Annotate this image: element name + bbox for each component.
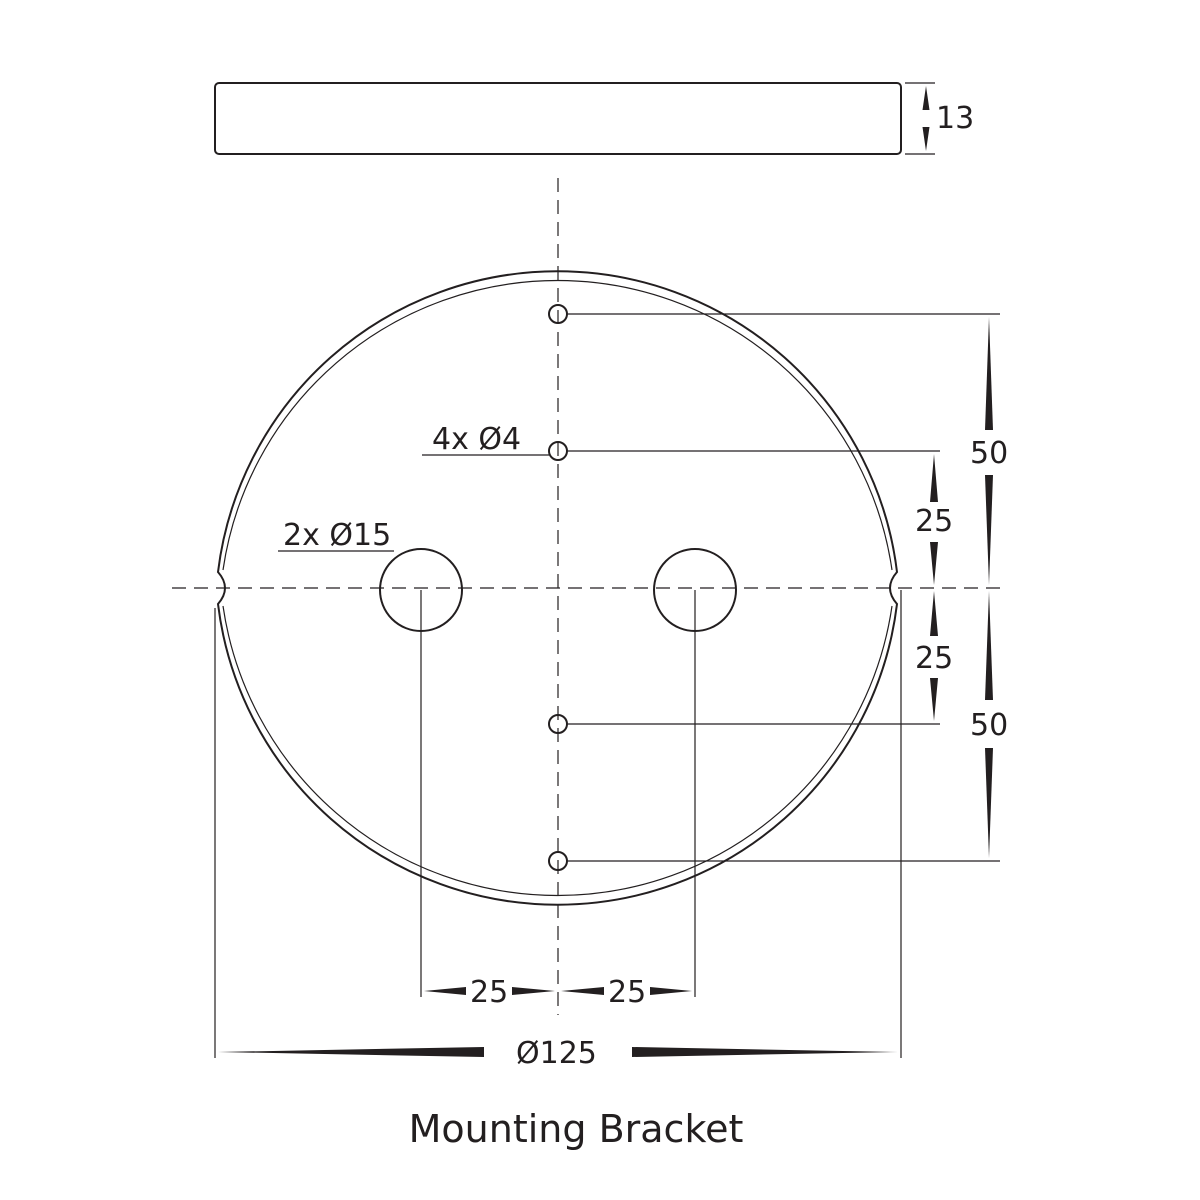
outer-bottom-arrow-b xyxy=(985,748,993,858)
offset-right-arrow-b xyxy=(650,987,692,995)
outer-top-arrow-a xyxy=(985,317,993,430)
plate-outline-inner xyxy=(222,280,893,571)
plate-top-view xyxy=(216,270,899,906)
inner-bottom-arrow-a xyxy=(930,591,938,636)
small-hole-label: 4x Ø4 xyxy=(432,422,521,457)
large-hole-label: 2x Ø15 xyxy=(283,518,391,553)
diameter-label: Ø125 xyxy=(516,1036,597,1071)
side-view: 13 xyxy=(214,82,974,155)
hole-offset-left-label: 25 xyxy=(470,975,508,1010)
outer-span-top-label: 50 xyxy=(970,436,1008,471)
thickness-arrow-up xyxy=(922,86,930,110)
drawing-title: Mounting Bracket xyxy=(409,1107,744,1151)
offset-left-arrow-a xyxy=(424,987,466,995)
outer-span-bottom-label: 50 xyxy=(970,708,1008,743)
plate-outline xyxy=(216,270,899,906)
diameter-arrow-right xyxy=(632,1047,898,1057)
hole-offset-right-label: 25 xyxy=(608,975,646,1010)
inner-span-bottom-label: 25 xyxy=(915,641,953,676)
thickness-label: 13 xyxy=(936,101,974,136)
inner-top-arrow-a xyxy=(930,454,938,502)
inner-top-arrow-b xyxy=(930,542,938,585)
inner-bottom-arrow-b xyxy=(930,678,938,721)
offset-left-arrow-b xyxy=(512,987,555,995)
outer-bottom-arrow-a xyxy=(985,591,993,700)
inner-span-top-label: 25 xyxy=(915,504,953,539)
outer-top-arrow-b xyxy=(985,475,993,585)
thickness-arrow-down xyxy=(922,127,930,151)
offset-right-arrow-a xyxy=(561,987,604,995)
horizontal-dimensions: 25 25 Ø125 xyxy=(214,590,902,1071)
side-view-outline xyxy=(214,82,902,155)
diameter-arrow-left xyxy=(218,1047,484,1057)
vertical-dimensions: 50 50 25 25 xyxy=(567,313,1008,862)
hole-callouts: 4x Ø4 2x Ø15 xyxy=(278,422,549,553)
plate-outline-inner-bottom xyxy=(222,605,893,896)
